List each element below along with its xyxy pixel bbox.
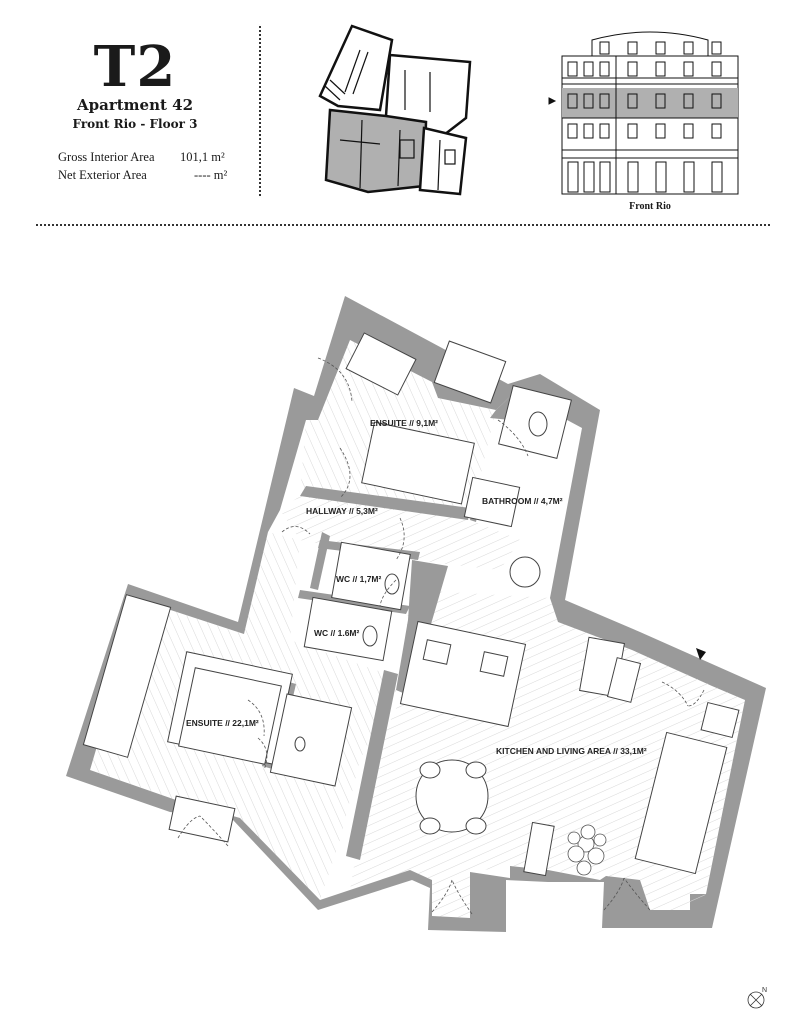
header-horizontal-divider: [36, 224, 770, 226]
apartment-location: Front Rio - Floor 3: [72, 117, 198, 131]
facade-windows: [567, 41, 723, 193]
net-exterior-area-label: Net Exterior Area: [58, 168, 147, 182]
unit-type-title: T2: [93, 34, 177, 100]
facade-window: [655, 161, 667, 193]
room-label-ensuite-1: ENSUITE // 9,1M²: [370, 418, 438, 428]
room-label-hallway: HALLWAY // 5,3M²: [306, 506, 378, 516]
facade-attic-window: [655, 41, 666, 55]
facade-attic-window: [627, 41, 638, 55]
facade-window: [683, 93, 694, 109]
facade-window: [683, 123, 694, 139]
facade-window: [567, 161, 579, 193]
facade-window: [655, 123, 666, 139]
facade-window: [599, 61, 610, 77]
facade-window: [567, 93, 578, 109]
net-exterior-area-value: ---- m²: [194, 168, 228, 182]
facade-window: [655, 93, 666, 109]
facade-elevation: [548, 31, 739, 195]
facade-label: Front Rio: [629, 201, 671, 212]
facade-window: [599, 161, 611, 193]
gross-interior-area-label: Gross Interior Area: [58, 150, 155, 164]
facade-window: [711, 61, 722, 77]
room-label-bathroom: BATHROOM // 4,7M²: [482, 496, 563, 506]
facade-window: [627, 123, 638, 139]
facade-window: [583, 93, 594, 109]
facade-window: [599, 123, 610, 139]
room-label-wc-2: WC // 1.6M²: [314, 628, 360, 638]
facade-attic-window: [599, 41, 610, 55]
room-label-kitchen-living: KITCHEN AND LIVING AREA // 33,1M²: [496, 746, 647, 756]
facade-attic-window: [683, 41, 694, 55]
plant: [567, 824, 607, 876]
facade-window: [683, 61, 694, 77]
facade-window: [711, 93, 722, 109]
facade-window: [599, 93, 610, 109]
facade-window: [567, 123, 578, 139]
compass-north-label: N: [762, 987, 767, 994]
facade-window: [655, 61, 666, 77]
facade-window: [711, 161, 723, 193]
facade-window: [583, 61, 594, 77]
facade-window: [627, 61, 638, 77]
apartment-name: Apartment 42: [76, 96, 194, 114]
gross-interior-area-value: 101,1 m²: [180, 150, 225, 164]
net-exterior-area-row: Net Exterior Area ---- m²: [58, 168, 227, 183]
header-vertical-divider: [259, 26, 261, 196]
facade-window: [583, 123, 594, 139]
facade-window: [683, 161, 695, 193]
furniture: [82, 332, 740, 877]
facade-window: [627, 161, 639, 193]
floor-plan: ENSUITE // 9,1M² BATHROOM // 4,7M² HALLW…: [66, 296, 767, 1009]
key-plan: [318, 24, 472, 196]
facade-window: [583, 161, 595, 193]
gross-interior-area-row: Gross Interior Area 101,1 m²: [58, 150, 225, 165]
facade-window: [711, 123, 722, 139]
facade-window: [627, 93, 638, 109]
room-label-wc-1: WC // 1,7M²: [336, 574, 382, 584]
entrance-arrow: [696, 648, 706, 660]
compass-icon: N: [747, 987, 767, 1009]
facade-attic-window: [711, 41, 722, 55]
facade-window: [567, 61, 578, 77]
room-label-ensuite-2: ENSUITE // 22,1M²: [186, 718, 259, 728]
door-swings: [177, 357, 705, 915]
